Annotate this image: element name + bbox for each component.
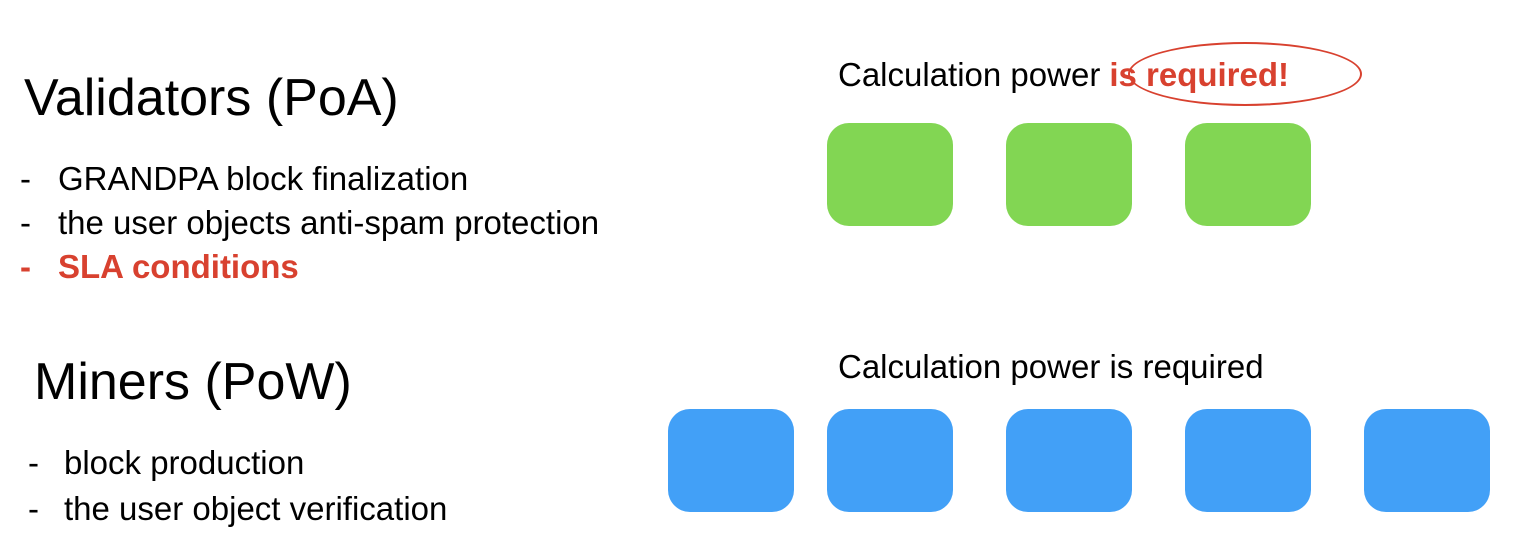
- miners-title: Miners (PoW): [34, 353, 352, 411]
- validators-caption-prefix: Calculation power: [838, 56, 1101, 93]
- bullet-dash: -: [20, 160, 31, 197]
- miner-node: [1185, 409, 1311, 512]
- miners-caption: Calculation power is required: [838, 348, 1264, 385]
- miners-item-text: the user object verification: [64, 490, 448, 527]
- miners-item-text: block production: [64, 444, 305, 481]
- validator-node: [827, 123, 953, 226]
- bullet-dash: -: [20, 204, 31, 241]
- bullet-dash: -: [28, 444, 39, 481]
- validator-node: [1185, 123, 1311, 226]
- bullet-dash: -: [20, 248, 31, 285]
- validators-item-text: GRANDPA block finalization: [58, 160, 469, 197]
- miner-node: [827, 409, 953, 512]
- miner-node: [1364, 409, 1490, 512]
- validators-item-text: the user objects anti-spam protection: [58, 204, 600, 241]
- highlight-oval: [1128, 42, 1362, 106]
- miner-node: [1006, 409, 1132, 512]
- miner-node: [668, 409, 794, 512]
- validators-item-text: SLA conditions: [58, 248, 299, 285]
- validator-node: [1006, 123, 1132, 226]
- validators-title: Validators (PoA): [24, 69, 399, 127]
- bullet-dash: -: [28, 490, 39, 527]
